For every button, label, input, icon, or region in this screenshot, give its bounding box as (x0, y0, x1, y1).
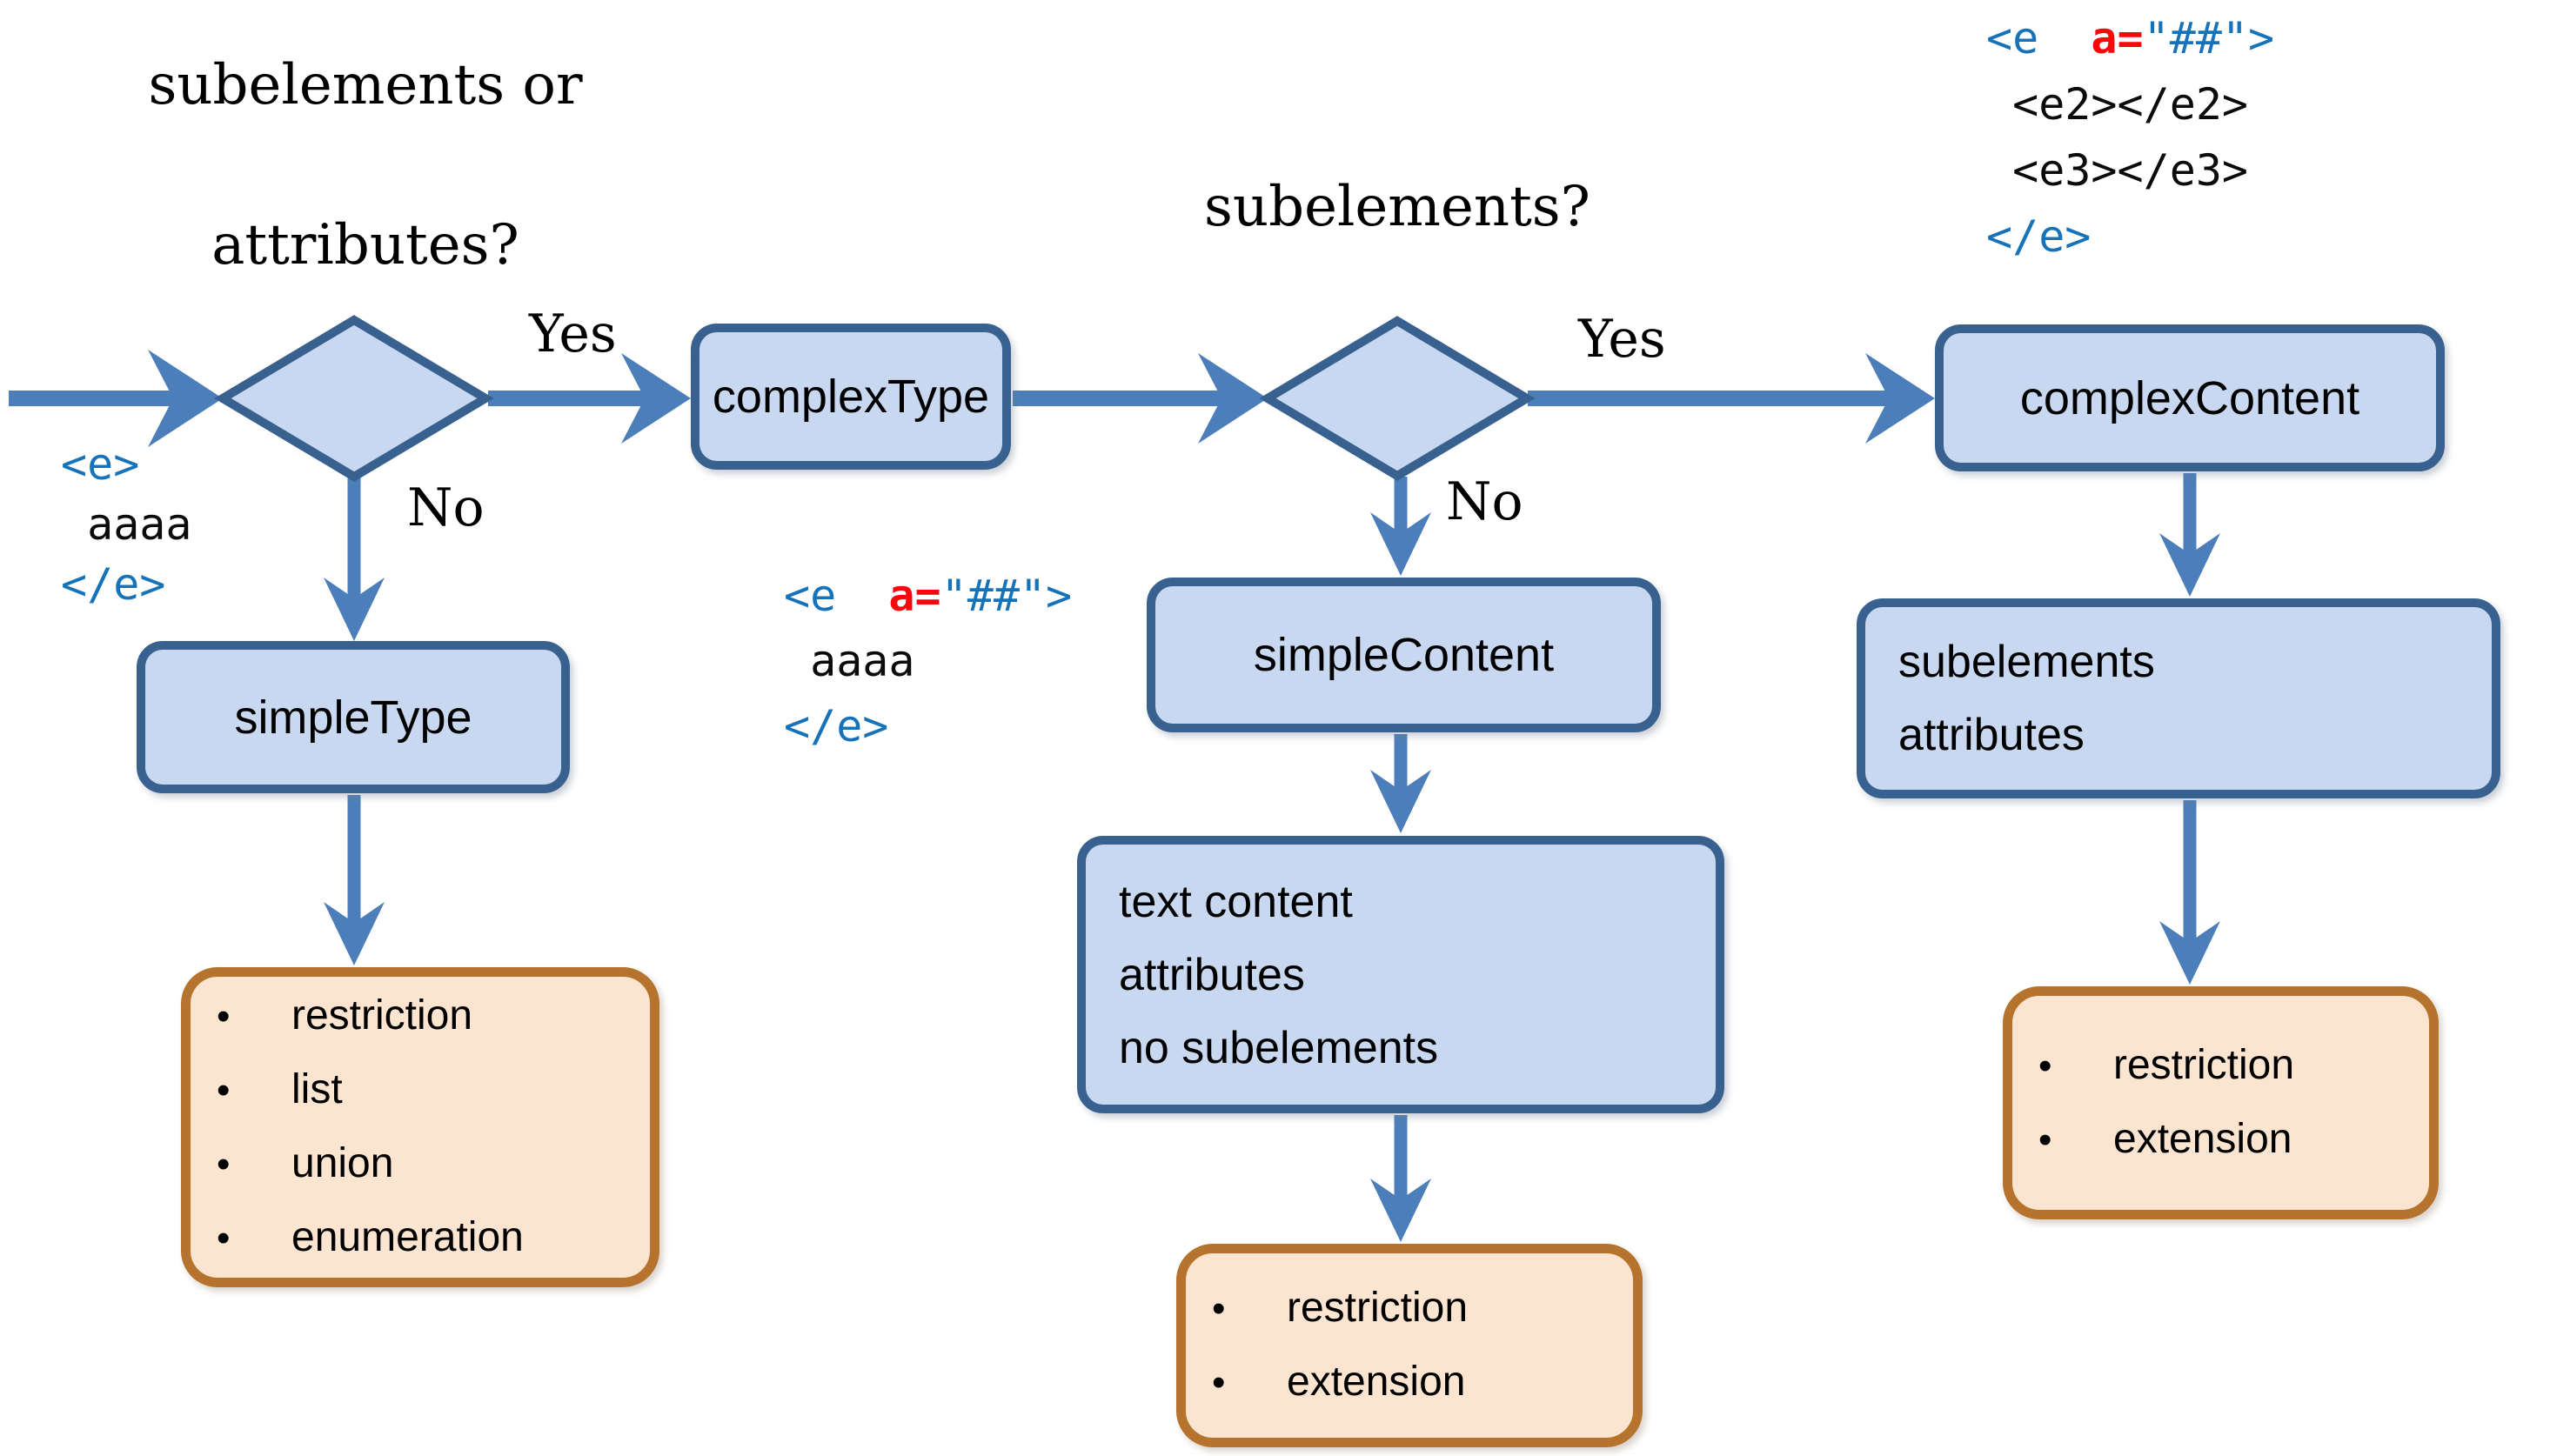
arrow-heads (148, 350, 2220, 1242)
node-line: attributes (1119, 949, 1305, 1000)
bullet-icon: • (2038, 1045, 2052, 1087)
xml-snippet-subelements-element: <e a="##"> <e2></e2> <e3></e3></e> (1986, 13, 2275, 262)
arrow-yes2-head (1865, 353, 1935, 444)
bullet-icon: • (217, 1143, 231, 1186)
list-item: • restriction (1212, 1272, 1633, 1346)
node-line: attributes (1898, 710, 2085, 760)
node-simpletype: simpleType (137, 641, 570, 793)
branch-label-no-2: No (1446, 471, 1523, 532)
list-item: • extension (1212, 1346, 1633, 1419)
node-line: no subelements (1119, 1022, 1439, 1073)
node-complextype: complexType (691, 324, 1011, 470)
arrow-stems-vertical (347, 473, 2197, 1203)
question-line-2: attributes? (211, 213, 519, 277)
arrow-no2-head (1370, 512, 1431, 576)
question-label-subelements: subelements? (1204, 175, 1590, 239)
list-item: • union (217, 1127, 650, 1201)
bullet-icon: • (1212, 1361, 1226, 1404)
bullet-icon: • (1212, 1287, 1226, 1330)
option-label: restriction (2113, 1042, 2295, 1088)
decision-diamonds (214, 315, 1536, 482)
node-subelements-attributes: subelements attributes (1857, 598, 2500, 798)
xml-snippet-simple-element: <e> aaaa</e> (61, 439, 192, 610)
list-item: • enumeration (217, 1201, 650, 1275)
arrow-no1-head (324, 578, 385, 641)
branch-label-no-1: No (407, 478, 485, 538)
bullet-icon: • (217, 1069, 231, 1112)
arrow-simpletype-down-head (324, 902, 385, 965)
arrow-complextype-to-diamond-head (1198, 353, 1268, 444)
bullet-icon: • (2038, 1119, 2052, 1161)
option-label: restriction (291, 992, 473, 1039)
arrow-complexcontent-down-head (2159, 533, 2220, 597)
arrow-entry-head (148, 350, 223, 447)
branch-label-yes-1: Yes (529, 304, 617, 364)
option-label: extension (2113, 1116, 2292, 1162)
arrow-subelements-down-head (2159, 921, 2220, 985)
decision-diamond-subelements (1259, 316, 1536, 481)
option-label: list (291, 1066, 343, 1112)
node-complexcontent: complexContent (1935, 324, 2445, 471)
decision-diamond-subelements-or-attributes (214, 315, 494, 482)
bullet-icon: • (217, 1217, 231, 1259)
arrow-simplecontent-down-head (1370, 770, 1431, 833)
options-complexcontent: • restriction • extension (2003, 986, 2439, 1219)
node-line: text content (1119, 876, 1353, 927)
list-item: • restriction (217, 979, 650, 1053)
node-text-content-attributes: text content attributes no subelements (1077, 836, 1724, 1113)
arrow-yes1-head (621, 353, 691, 444)
option-label: union (291, 1140, 394, 1186)
option-label: extension (1287, 1359, 1466, 1405)
options-simplecontent: • restriction • extension (1176, 1244, 1643, 1447)
bullet-icon: • (217, 995, 231, 1038)
node-simplecontent: simpleContent (1147, 578, 1661, 732)
list-item: • list (217, 1053, 650, 1127)
question-line-1: subelements or (148, 53, 583, 117)
branch-label-yes-2: Yes (1578, 309, 1666, 370)
option-label: restriction (1287, 1285, 1469, 1331)
question-label-subelements-or-attributes: subelements or attributes? (78, 45, 653, 285)
node-line: subelements (1898, 637, 2155, 687)
list-item: • extension (2038, 1103, 2429, 1177)
xml-snippet-attribute-element: <e a="##"> aaaa</e> (784, 571, 1073, 751)
list-item: • restriction (2038, 1029, 2429, 1103)
option-label: enumeration (291, 1214, 524, 1260)
arrow-textcontent-down-head (1370, 1179, 1431, 1242)
options-simpletype: • restriction • list • union • enumeration (181, 967, 659, 1287)
